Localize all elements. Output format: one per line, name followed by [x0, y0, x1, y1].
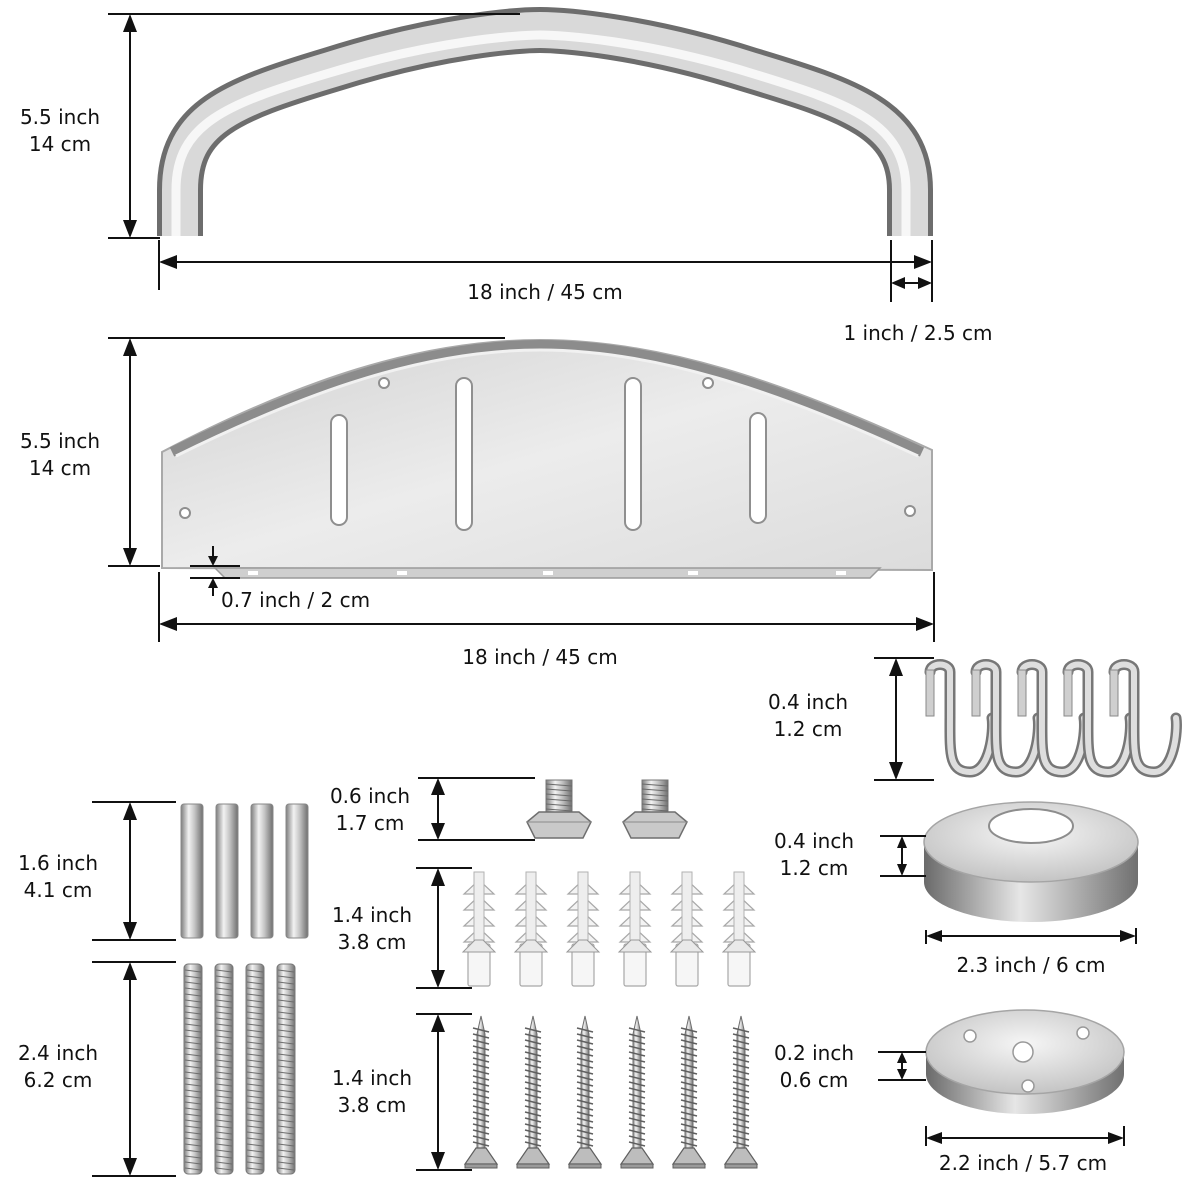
wall-anchor [669, 871, 705, 987]
bolts-length-inch: 0.6 inch [329, 784, 411, 808]
handle-tube-label: 1 inch / 2.5 cm [843, 321, 993, 345]
screw [619, 1015, 655, 1169]
hook [1108, 659, 1182, 778]
hook [1062, 659, 1136, 778]
wall-anchor [721, 871, 757, 987]
wall-anchor [565, 871, 601, 987]
wall-anchor [513, 871, 549, 987]
flange-diameter-label: 2.3 inch / 6 cm [956, 953, 1106, 977]
screws-group [463, 1015, 759, 1169]
basket-height-inch: 5.5 inch [19, 429, 101, 453]
base-plate [925, 1009, 1125, 1114]
flange-cover [923, 801, 1139, 922]
hook [924, 659, 998, 778]
bolt [526, 779, 592, 839]
shower-basket [161, 338, 933, 579]
screw [567, 1015, 603, 1169]
basket-dimensions [108, 337, 935, 642]
handle-height-inch: 5.5 inch [19, 105, 101, 129]
flange-height-label: 0.4 inch 1.2 cm [764, 828, 864, 882]
sleeve [180, 803, 204, 939]
bolts-dimensions [418, 777, 535, 841]
bolt [622, 779, 688, 839]
sleeve [285, 803, 309, 939]
hooks-dimensions [874, 657, 934, 781]
rods-length-label: 2.4 inch 6.2 cm [8, 1040, 108, 1094]
base-plate-height-cm: 0.6 cm [779, 1068, 849, 1092]
base-plate-dimensions [878, 1051, 1125, 1146]
threaded-rod [276, 963, 296, 1175]
hooks-size-label: 0.4 inch 1.2 cm [758, 689, 858, 743]
anchors-length-label: 1.4 inch 3.8 cm [322, 902, 422, 956]
hook [970, 659, 1044, 778]
sleeve [215, 803, 239, 939]
screw [515, 1015, 551, 1169]
threaded-rod [214, 963, 234, 1175]
base-plate-height-label: 0.2 inch 0.6 cm [764, 1040, 864, 1094]
flange-height-cm: 1.2 cm [779, 856, 849, 880]
handle-height-cm: 14 cm [28, 132, 92, 156]
wall-anchor [461, 871, 497, 987]
anchors-length-cm: 3.8 cm [337, 930, 407, 954]
basket-width-label: 18 inch / 45 cm [462, 645, 618, 669]
wall-anchor [617, 871, 653, 987]
anchors-length-inch: 1.4 inch [331, 903, 413, 927]
handle-dimensions [108, 13, 933, 302]
rods-length-inch: 2.4 inch [17, 1041, 99, 1065]
handle-width-label: 18 inch / 45 cm [467, 280, 623, 304]
bolts-length-cm: 1.7 cm [335, 811, 405, 835]
screws-length-inch: 1.4 inch [331, 1066, 413, 1090]
screws-length-cm: 3.8 cm [337, 1093, 407, 1117]
hooks-size-cm: 1.2 cm [773, 717, 843, 741]
screws-dimensions [416, 1013, 472, 1171]
sleeves-length-label: 1.6 inch 4.1 cm [8, 850, 108, 904]
basket-height-label: 5.5 inch 14 cm [10, 428, 110, 482]
hooks-group [924, 659, 1182, 778]
basket-height-cm: 14 cm [28, 456, 92, 480]
hooks-size-inch: 0.4 inch [767, 690, 849, 714]
sleeves-length-inch: 1.6 inch [17, 851, 99, 875]
rods-length-cm: 6.2 cm [23, 1068, 93, 1092]
sleeve-rod-dimensions [92, 801, 176, 1177]
bolts-length-label: 0.6 inch 1.7 cm [320, 783, 420, 837]
threaded-rod [245, 963, 265, 1175]
handle-height-label: 5.5 inch 14 cm [10, 104, 110, 158]
hook [1016, 659, 1090, 778]
anchors-dimensions [416, 867, 472, 989]
screw [723, 1015, 759, 1169]
bolts-group [526, 779, 688, 839]
sleeve [250, 803, 274, 939]
screws-length-label: 1.4 inch 3.8 cm [322, 1065, 422, 1119]
threaded-rods-group [183, 963, 296, 1175]
base-plate-height-inch: 0.2 inch [773, 1041, 855, 1065]
sleeves-group [180, 803, 309, 939]
sleeves-length-cm: 4.1 cm [23, 878, 93, 902]
basket-lip-label: 0.7 inch / 2 cm [221, 588, 371, 612]
flange-height-inch: 0.4 inch [773, 829, 855, 853]
base-plate-diameter-label: 2.2 inch / 5.7 cm [938, 1151, 1108, 1175]
anchors-group [461, 871, 757, 987]
handle-bar [157, 6, 933, 236]
threaded-rod [183, 963, 203, 1175]
flange-dimensions [880, 835, 1137, 944]
screw [463, 1015, 499, 1169]
screw [671, 1015, 707, 1169]
